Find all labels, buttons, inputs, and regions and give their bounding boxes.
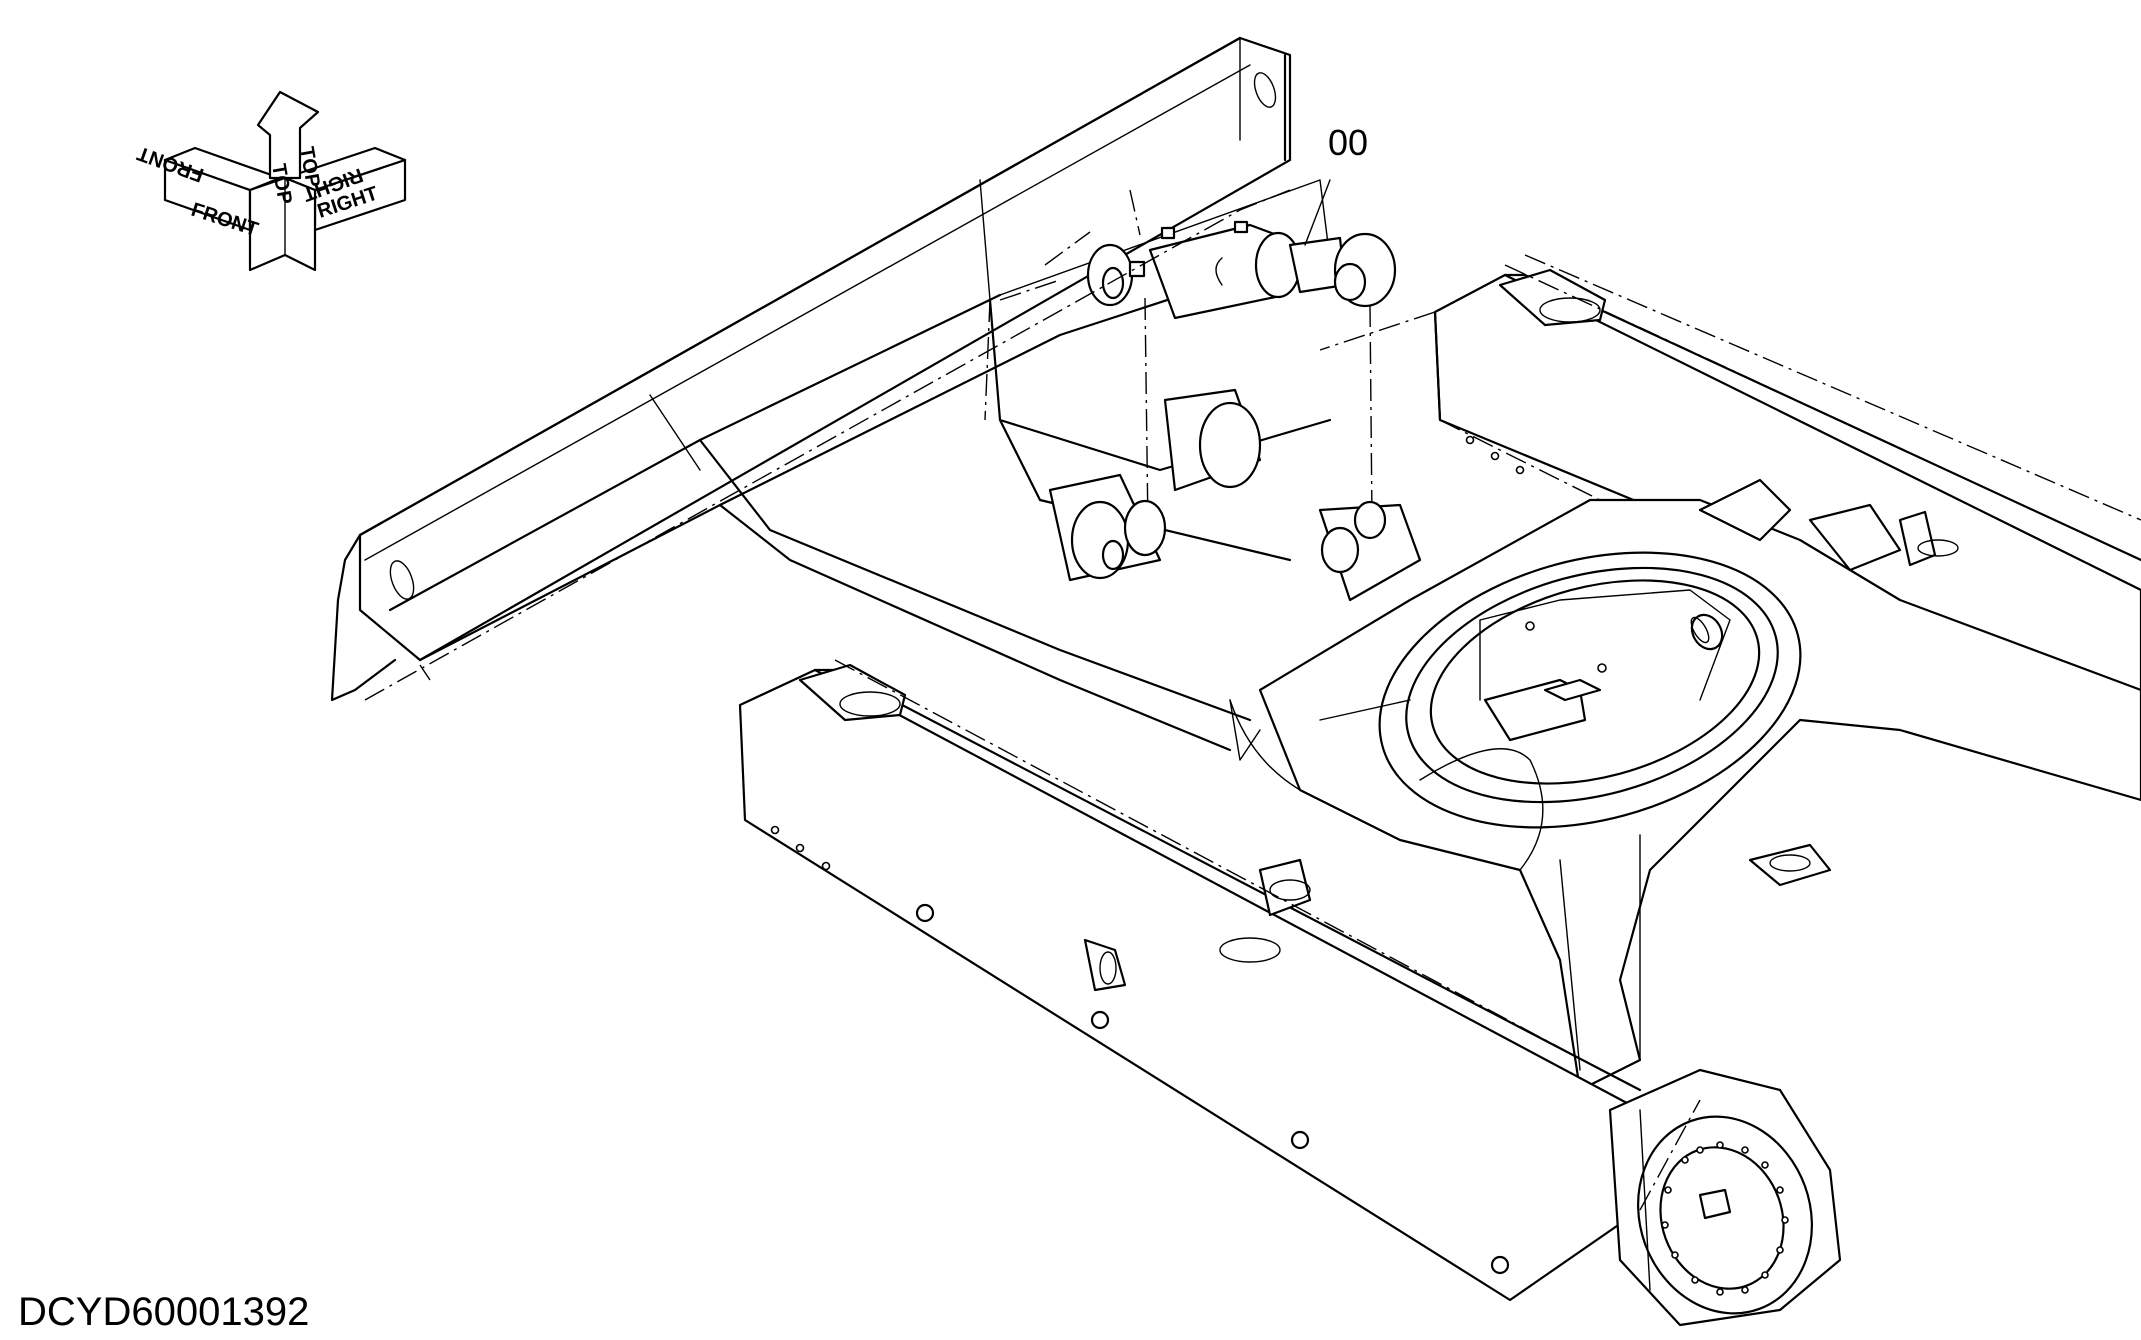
cylinder-brackets xyxy=(1048,388,1422,602)
blade-face xyxy=(358,36,1292,662)
orientation-indicator: FRONT RIGHT TOP FRONT RIGHT TOP xyxy=(134,90,407,272)
sprocket-housing xyxy=(1608,1068,1842,1327)
figure-code: DCYD60001392 xyxy=(18,1290,309,1334)
part-callout-label: 00 xyxy=(1328,122,1368,163)
dozer-blade xyxy=(330,36,1292,702)
blade-cylinder xyxy=(1086,179,1397,531)
center-x-frame xyxy=(1229,478,2141,1092)
top-arrow-head xyxy=(256,90,320,180)
hidden-lines xyxy=(364,189,2141,1301)
